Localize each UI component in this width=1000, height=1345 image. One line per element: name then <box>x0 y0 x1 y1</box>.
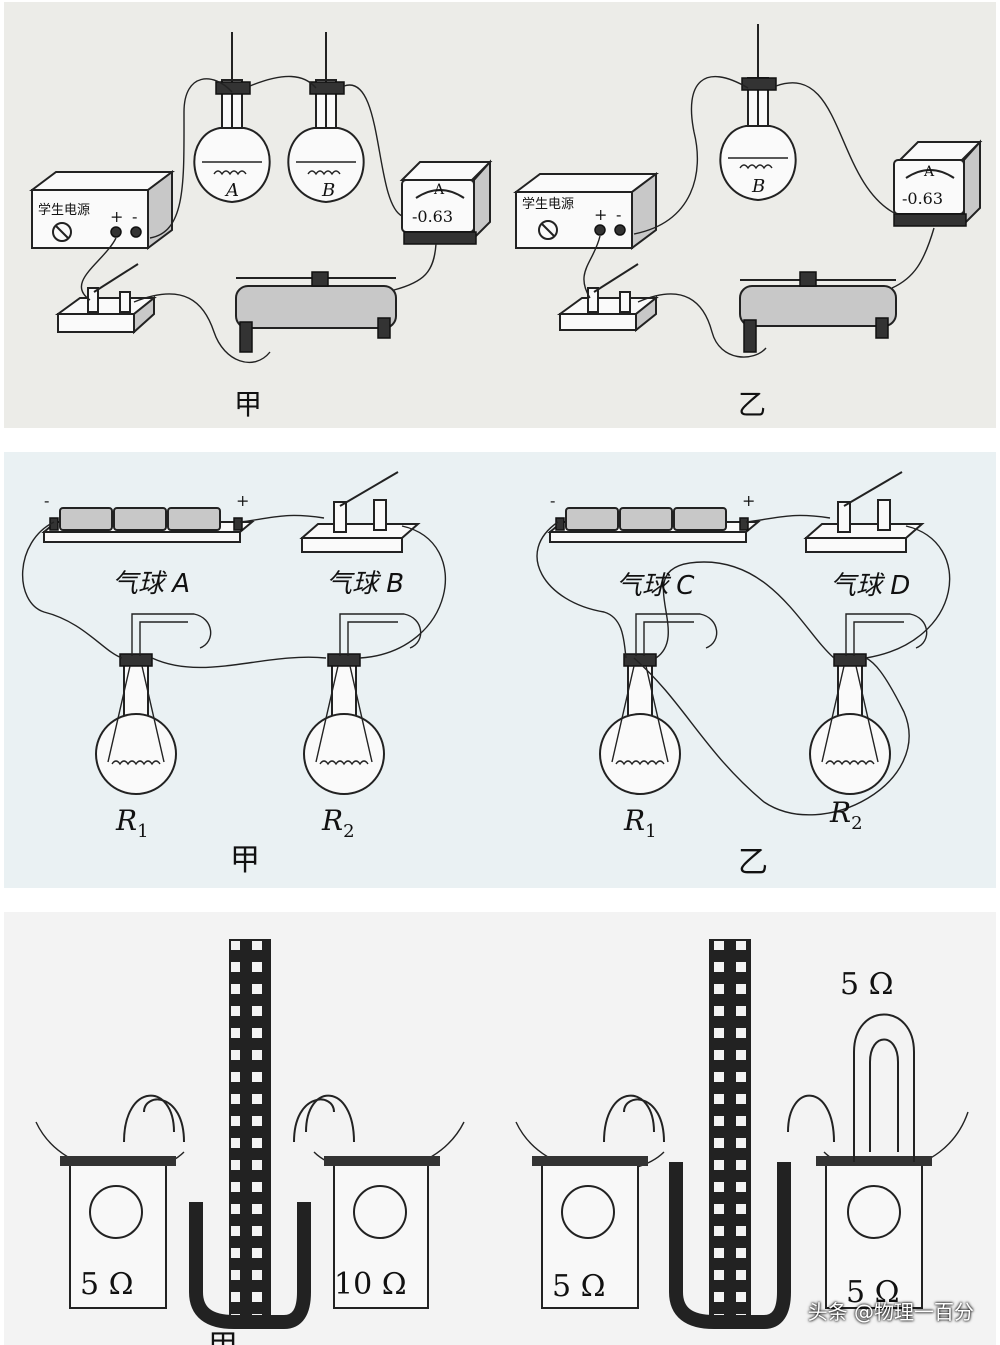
balloon-tubes-left <box>131 613 422 656</box>
u-tube-left <box>189 939 311 1329</box>
right-circuit <box>513 24 983 358</box>
panel3-drawing: 5 Ω 10 Ω 甲 5 Ω 5 Ω 5 Ω <box>35 939 969 1345</box>
knife-switch-p2-left <box>299 471 421 553</box>
container-left-5-ohm <box>35 1094 185 1309</box>
power-label-left: 学生电源 <box>38 202 90 218</box>
caption-jia-1: 甲 <box>234 388 262 421</box>
heating-coil-b-2 <box>739 164 773 170</box>
wires-p2-left <box>22 514 447 669</box>
ammeter-2 <box>893 139 983 227</box>
balloon-label-a: 气球 A <box>112 569 190 599</box>
knife-switch <box>54 263 157 335</box>
balloon-label-c: 气球 C <box>616 571 695 601</box>
panel2-drawing: - + 气球 A 气球 B R1 R2 甲 - + 气球 C 气球 D R1 R… <box>22 471 951 880</box>
balloon-label-b: 气球 B <box>326 569 404 599</box>
plus-sign-right: + <box>594 205 607 224</box>
flask-label-b-2: B <box>751 176 765 197</box>
external-resistor-coil <box>853 1013 915 1162</box>
minus-sign-right: - <box>616 205 621 224</box>
r1-label-2: R1 <box>623 804 657 842</box>
ammeter <box>399 159 493 245</box>
caption-yi-2: 乙 <box>738 845 768 880</box>
power-knob-icon-2 <box>538 220 558 240</box>
plus-right-p2: + <box>742 491 755 510</box>
heating-coil-a <box>213 170 247 176</box>
caption-yi-1: 乙 <box>738 388 766 421</box>
balloon-label-d: 气球 D <box>830 571 910 601</box>
terminal-negative-icon-2 <box>614 224 626 236</box>
minus-left-p2: - <box>44 491 49 510</box>
ammeter-letter-left: A <box>433 182 445 198</box>
left-circuit <box>29 32 493 363</box>
knife-switch-p2-right <box>803 471 925 553</box>
caption-jia-2: 甲 <box>230 843 260 878</box>
container-right-5-ohm-with-parallel <box>787 1013 969 1309</box>
wires-right <box>583 76 935 358</box>
r1-label: R1 <box>115 804 149 842</box>
terminal-positive-icon <box>110 226 122 238</box>
wires-p2-right <box>536 514 951 816</box>
flask-label-a: A <box>224 180 239 201</box>
terminal-negative-icon <box>130 226 142 238</box>
rheostat-slider-icon <box>311 271 329 287</box>
student-power-supply <box>29 170 175 250</box>
flask-b <box>287 32 365 204</box>
rheostat-slider-icon-2 <box>799 271 817 287</box>
ammeter-scale-right: -0.63 <box>902 189 943 208</box>
panel-flask-circuits: 学生电源 + - A B A -0.63 甲 学生电源 + - B A -0.6… <box>4 2 996 428</box>
knife-switch-2 <box>556 263 659 333</box>
wires-left <box>80 75 437 363</box>
terminal-positive-icon-2 <box>594 224 606 236</box>
flask-label-b: B <box>321 180 335 201</box>
sliding-rheostat <box>235 271 397 353</box>
flask-a <box>193 32 271 204</box>
flask-r1-2 <box>599 653 681 795</box>
balloon-tubes-right <box>635 613 928 656</box>
flask-r2 <box>303 653 385 795</box>
label-5-ohm-top: 5 Ω <box>840 967 894 1002</box>
flask-r1 <box>95 653 177 795</box>
flask-r2-2 <box>809 653 891 795</box>
label-5-ohm-left: 5 Ω <box>80 1267 134 1302</box>
label-5-ohm-right: 5 Ω <box>552 1269 606 1304</box>
caption-jia-3: 甲 <box>208 1329 238 1345</box>
panel-balloon-circuits: - + 气球 A 气球 B R1 R2 甲 - + 气球 C 气球 D R1 R… <box>4 452 996 888</box>
panel-u-tube-experiments: 5 Ω 10 Ω 甲 5 Ω 5 Ω 5 Ω <box>4 912 996 1345</box>
power-knob-icon <box>52 222 72 242</box>
label-10-ohm: 10 Ω <box>334 1267 407 1302</box>
flask-b-2 <box>719 24 797 202</box>
ammeter-letter-right: A <box>923 164 935 180</box>
battery-pack-left <box>41 507 255 543</box>
u-tube-right <box>669 939 791 1329</box>
watermark: 头条 @物理一百分 <box>807 1300 974 1324</box>
r2-label-2: R2 <box>829 796 863 834</box>
r2-label: R2 <box>321 804 355 842</box>
battery-pack-right <box>547 507 761 543</box>
minus-right-p2: - <box>550 491 555 510</box>
panel1-drawing: 学生电源 + - A B A -0.63 甲 学生电源 + - B A -0.6… <box>29 24 983 421</box>
plus-left-p2: + <box>236 491 249 510</box>
container-left-5-ohm-2 <box>515 1094 665 1309</box>
sliding-rheostat-2 <box>739 271 897 353</box>
power-label-right: 学生电源 <box>522 196 574 212</box>
heating-coil-b <box>307 170 341 176</box>
label-5-ohm-bottom: 5 Ω <box>846 1275 900 1310</box>
minus-sign-left: - <box>132 207 137 226</box>
plus-sign-left: + <box>110 207 123 226</box>
container-right-10-ohm <box>293 1094 465 1309</box>
ammeter-scale-left: -0.63 <box>412 207 453 226</box>
